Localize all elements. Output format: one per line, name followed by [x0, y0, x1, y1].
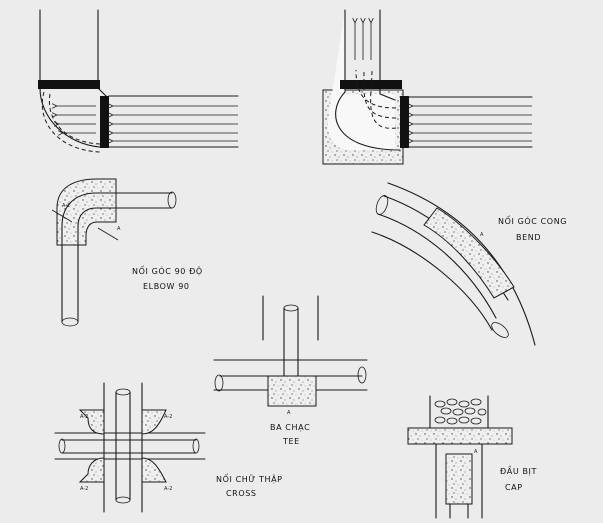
cap-gravel	[434, 398, 487, 425]
elbow-90-panel: A-2 A NỐI GÓC 90 ĐỘ ELBOW 90	[51, 178, 203, 327]
cross-fitting-tl	[78, 409, 105, 435]
elbow-mark-a: A	[117, 226, 121, 232]
tee-label-vi: BA CHẠC	[270, 423, 310, 433]
cross-label-vi: NỐI CHỮ THẬP	[216, 472, 283, 485]
cross-mark-a2-tr: A-2	[164, 414, 172, 420]
cross-mark-a2-br: A-2	[164, 486, 172, 492]
cross-panel: A-2 A-2 A-2 A-2 NỐI CHỮ THẬP CROSS	[54, 382, 283, 513]
bend-fitting	[423, 207, 515, 299]
bend-mark-a: A	[480, 232, 484, 238]
elbow-flange-top	[38, 80, 100, 89]
bend-label-en: BEND	[516, 233, 541, 242]
cap-label-en: CAP	[505, 483, 523, 492]
cross-mark-a2-tl: A-2	[80, 414, 88, 420]
cap-fitting	[445, 453, 473, 505]
cross-label-en: CROSS	[226, 489, 257, 498]
cross-fitting-br	[141, 457, 167, 483]
cross-mark-a2-bl: A-2	[80, 486, 88, 492]
cross-fitting-bl	[78, 457, 105, 483]
cap-label-vi: ĐẦU BỊT	[500, 464, 537, 477]
tee-mark-a: A	[287, 410, 291, 416]
bend-flange-side	[400, 96, 409, 148]
tee-label-en: TEE	[282, 437, 300, 446]
cross-fitting-tr	[141, 409, 167, 435]
elbow-flow-panel	[38, 9, 239, 153]
elbow-label-en: ELBOW 90	[143, 282, 190, 291]
bend-flow-panel	[322, 9, 533, 165]
bend-flange-top	[340, 80, 402, 89]
elbow-mark-a2: A-2	[62, 203, 70, 209]
cap-panel: A ĐẦU BỊT CAP	[407, 395, 537, 519]
tee-fitting	[267, 375, 317, 407]
bend-panel: A NỐI GÓC CONG BEND	[371, 182, 567, 346]
elbow-label-vi: NỐI GÓC 90 ĐỘ	[132, 264, 203, 276]
tee-panel: A BA CHẠC TEE	[213, 295, 368, 446]
elbow-fitting	[56, 178, 117, 246]
cap-mark-a: A	[474, 449, 478, 455]
elbow-flange-side	[100, 96, 109, 148]
cap-slab	[407, 427, 513, 445]
bend-label-vi: NỐI GÓC CONG	[498, 214, 567, 226]
